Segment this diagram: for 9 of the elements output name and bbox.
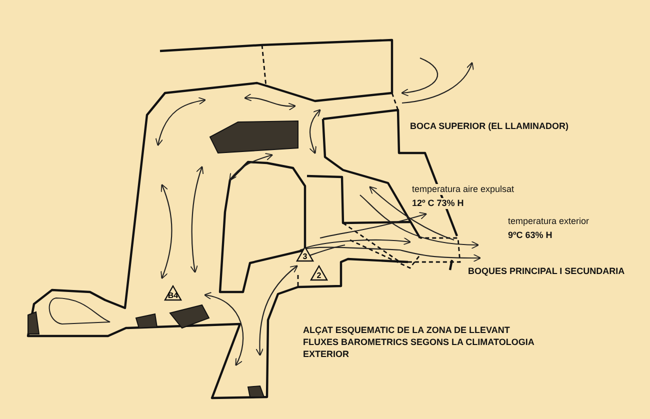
station-marker: B4 — [164, 285, 182, 301]
place-label: BOCA SUPERIOR (EL LLAMINADOR) — [410, 121, 568, 132]
station-marker: 3 — [296, 246, 314, 262]
measurement-label: temperatura exterior — [508, 216, 590, 227]
measurement-value: 9ºC 63% H — [508, 230, 552, 241]
station-marker: 2 — [310, 265, 328, 281]
measurement-label: temperatura aire expulsat — [412, 184, 514, 195]
place-label: BOQUES PRINCIPAL I SECUNDARIA — [468, 266, 625, 277]
measurement-value: 12º C 73% H — [412, 198, 464, 209]
